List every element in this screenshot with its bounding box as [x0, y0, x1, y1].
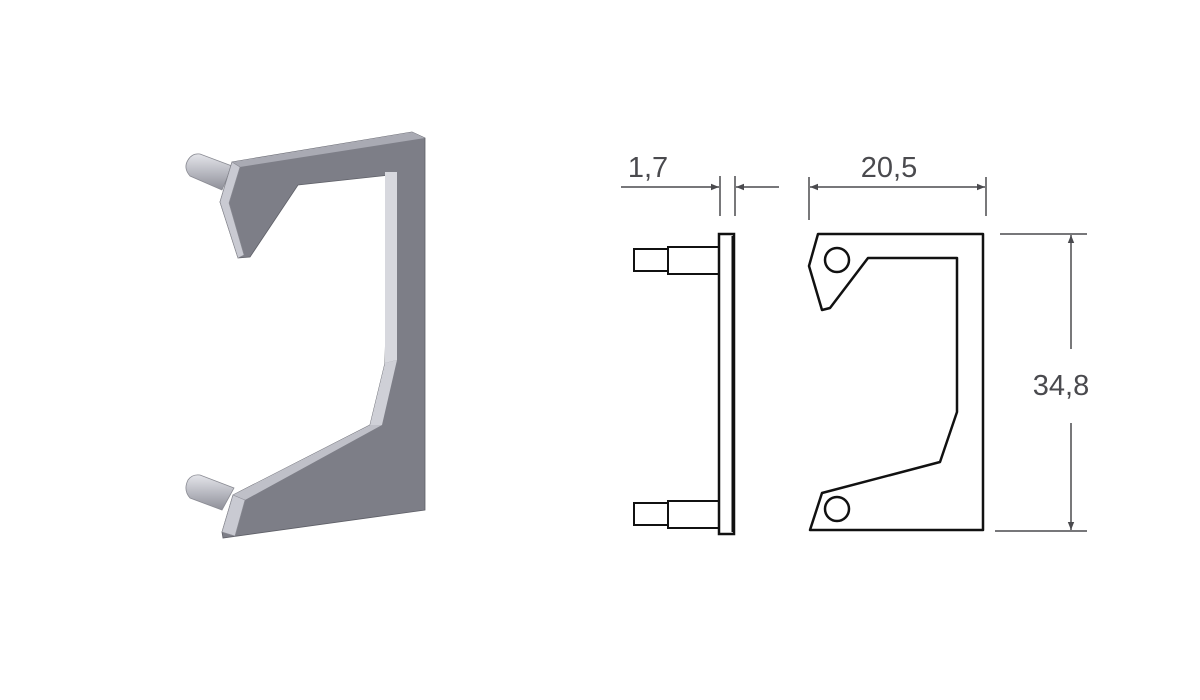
frame-top-edge: [232, 132, 425, 167]
front-outline: [807, 232, 985, 532]
lower-bevel: [370, 360, 397, 425]
front-view: [807, 232, 985, 532]
top-lug-face: [219, 161, 245, 259]
side-pin-bottom-base: [667, 500, 720, 529]
side-pin-bottom-tip: [633, 502, 669, 526]
dimension-lines: [621, 176, 1087, 532]
thickness-dimension-label: 1,7: [628, 152, 668, 184]
lower-edge: [233, 425, 382, 500]
side-pin-top-tip: [633, 248, 669, 272]
side-pin-top-base: [667, 246, 720, 275]
bottom-lug-face: [221, 494, 246, 537]
height-dimension-label: 34,8: [1033, 370, 1089, 402]
inner-bevel: [385, 172, 397, 363]
mount-hole-top: [823, 246, 851, 274]
pin-bottom: [185, 474, 235, 511]
mount-hole-bottom: [823, 495, 851, 523]
side-view: [633, 232, 736, 536]
width-dimension-label: 20,5: [861, 152, 917, 184]
isometric-view: [185, 131, 426, 539]
